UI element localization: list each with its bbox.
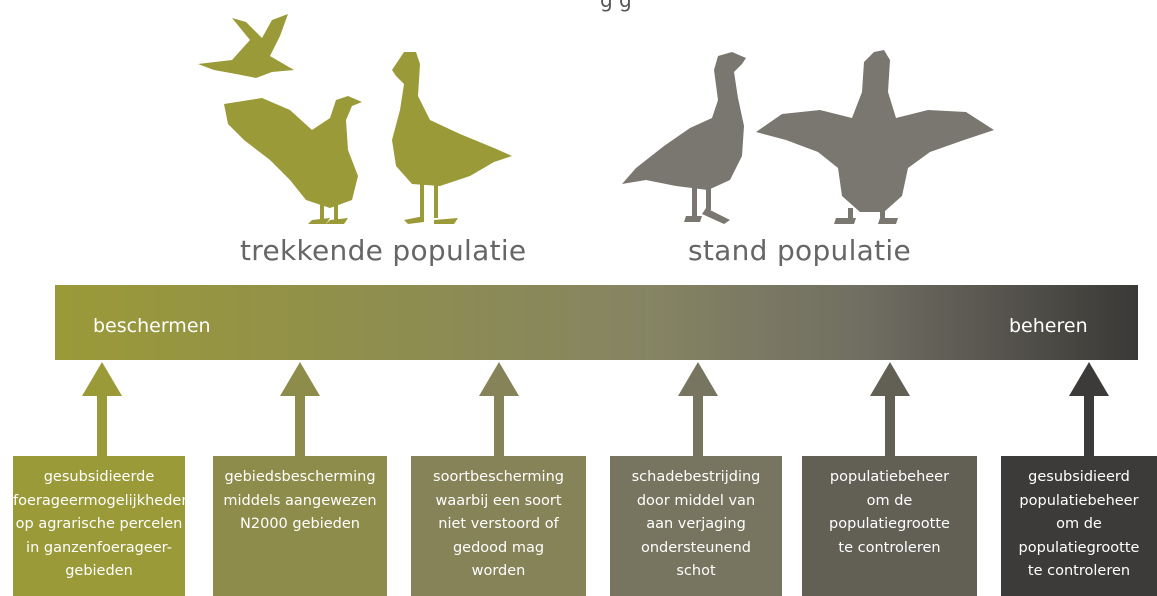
measure-line: waarbij een soort xyxy=(435,492,562,509)
measure-line: gebiedsbescherming xyxy=(224,469,376,485)
measure-line: te controleren xyxy=(838,539,941,556)
measure-box: gesubsidieerd populatiebeheer om de popu… xyxy=(1001,456,1157,596)
measure-line: N2000 gebieden xyxy=(240,516,360,532)
measure-line: gesubsidieerd xyxy=(1028,469,1130,485)
measure-box: schadebestrijding door middel van aan ve… xyxy=(610,456,782,596)
measure-line: in ganzenfoerageer- xyxy=(26,539,172,556)
measure-line: te controleren xyxy=(1027,563,1131,579)
measure-line: schadebestrijding xyxy=(631,469,761,485)
measure-box: soortbescherming waarbij een soort niet … xyxy=(411,456,586,596)
goose-spread-wings-icon xyxy=(224,96,362,224)
measure-line: door middel van xyxy=(636,492,756,509)
measure-line: niet verstoord of xyxy=(438,516,559,532)
arrow-up-icon xyxy=(280,362,320,458)
standing-goose-olive-icon xyxy=(392,52,512,224)
arrow-up-icon xyxy=(678,362,718,458)
protect-manage-gradient-bar xyxy=(55,285,1138,360)
population-label-resident: stand populatie xyxy=(688,234,911,267)
flying-goose-icon xyxy=(198,14,294,78)
measure-line: om de xyxy=(1056,516,1102,532)
measure-line: foerageermogelijkheden xyxy=(13,492,191,509)
measure-line: populatiebeheer xyxy=(1019,492,1139,509)
arrow-up-icon xyxy=(870,362,910,458)
bar-label-protect: beschermen xyxy=(93,315,211,337)
measure-line: op agrarische percelen xyxy=(15,516,183,532)
measure-line: ondersteunend xyxy=(640,539,751,556)
measure-line: gedood mag xyxy=(452,539,545,556)
measure-line: soortbescherming xyxy=(433,469,564,485)
measure-box: gesubsidieerde foerageermogelijkheden op… xyxy=(13,456,191,596)
arrow-up-icon xyxy=(479,362,519,458)
measure-line: om de xyxy=(866,492,913,509)
measure-line: populatiegrootte xyxy=(1018,539,1140,556)
arrow-up-icon xyxy=(82,362,122,458)
measure-line: gesubsidieerde xyxy=(43,469,155,485)
population-label-migratory: trekkende populatie xyxy=(240,234,527,267)
measure-line: populatiebeheer xyxy=(829,469,950,485)
bar-label-manage: beheren xyxy=(1009,315,1088,337)
measure-box: populatiebeheer om de populatiegrootte t… xyxy=(802,456,977,596)
measure-line: worden xyxy=(471,563,526,579)
standing-goose-grey-icon xyxy=(622,52,746,224)
geese-illustration xyxy=(198,14,994,224)
measure-line: gebieden xyxy=(65,563,133,579)
measure-line: populatiegrootte xyxy=(829,516,950,532)
goose-spread-wings-grey-icon xyxy=(756,50,994,224)
measure-line: aan verjaging xyxy=(646,516,746,532)
arrow-up-icon xyxy=(1069,362,1109,458)
measure-line: schot xyxy=(676,563,716,579)
top-caption-fragment: g g xyxy=(600,0,632,12)
measure-box: gebiedsbescherming middels aangewezen N2… xyxy=(213,456,387,596)
measure-line: middels aangewezen xyxy=(223,492,377,509)
